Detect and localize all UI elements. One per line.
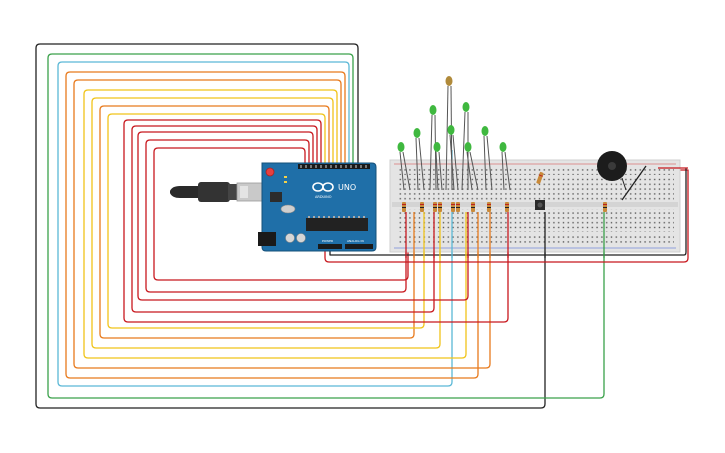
resistor[interactable] [438, 202, 442, 212]
wire-red-1[interactable] [123, 119, 509, 323]
resistor[interactable] [505, 202, 509, 212]
wire-red-2[interactable] [131, 125, 435, 313]
resistor[interactable] [536, 171, 544, 185]
led-green[interactable] [464, 142, 472, 152]
resistor[interactable] [603, 202, 607, 212]
wire-black-ground[interactable] [329, 168, 687, 256]
model-label: UNO [338, 183, 356, 192]
power-header-label: POWER [322, 239, 333, 243]
atmega-chip [306, 218, 368, 231]
led-green[interactable] [481, 126, 489, 136]
wire-yellow-2[interactable] [91, 97, 441, 349]
wire-red-4[interactable] [145, 139, 407, 293]
wire-black-diagonal[interactable] [621, 165, 647, 201]
wire-green-outer[interactable] [47, 53, 605, 399]
resistor[interactable] [433, 202, 437, 212]
resistor[interactable] [456, 202, 460, 212]
leds [397, 76, 511, 191]
resistor[interactable] [402, 202, 406, 212]
resistor[interactable] [451, 202, 455, 212]
usb-cable[interactable] [170, 182, 274, 202]
wire-orange-2[interactable] [73, 79, 491, 369]
analog-header[interactable] [345, 244, 373, 249]
wire-orange-1[interactable] [65, 71, 479, 379]
breadboard-jumpers [405, 212, 605, 258]
brand-label: ARDUINO [315, 195, 332, 199]
power-jack[interactable] [258, 232, 276, 246]
power-header[interactable] [318, 244, 342, 249]
resistor[interactable] [420, 202, 424, 212]
analog-header-label: ANALOG IN [347, 239, 364, 243]
resistor[interactable] [487, 202, 491, 212]
pushbutton[interactable] [535, 200, 545, 210]
resistor[interactable] [471, 202, 475, 212]
resistors [402, 171, 607, 212]
led-amber[interactable] [445, 76, 453, 86]
led-green[interactable] [429, 105, 437, 115]
reset-button[interactable] [265, 167, 275, 177]
arduino-logo [312, 182, 334, 192]
wire-red-5[interactable] [153, 147, 409, 281]
wire-black-outer[interactable] [35, 43, 546, 409]
wire-blue-outer[interactable] [57, 61, 453, 387]
led-green[interactable] [433, 142, 441, 152]
led-green[interactable] [397, 142, 405, 152]
wire-orange-3[interactable] [99, 105, 415, 339]
piezo-buzzer[interactable] [597, 151, 627, 191]
wire-yellow-1[interactable] [83, 89, 467, 359]
led-green[interactable] [447, 125, 455, 135]
led-green[interactable] [499, 142, 507, 152]
wire-yellow-3[interactable] [107, 113, 425, 329]
wire-red-3[interactable] [137, 131, 469, 301]
arduino-uno-board[interactable]: UNO ARDUINO POWER ANALOG IN [258, 162, 377, 252]
led-green[interactable] [462, 102, 470, 112]
led-green[interactable] [413, 128, 421, 138]
wire-red-power[interactable] [324, 169, 689, 263]
wire-loops [35, 43, 689, 409]
digital-header[interactable] [298, 164, 370, 169]
